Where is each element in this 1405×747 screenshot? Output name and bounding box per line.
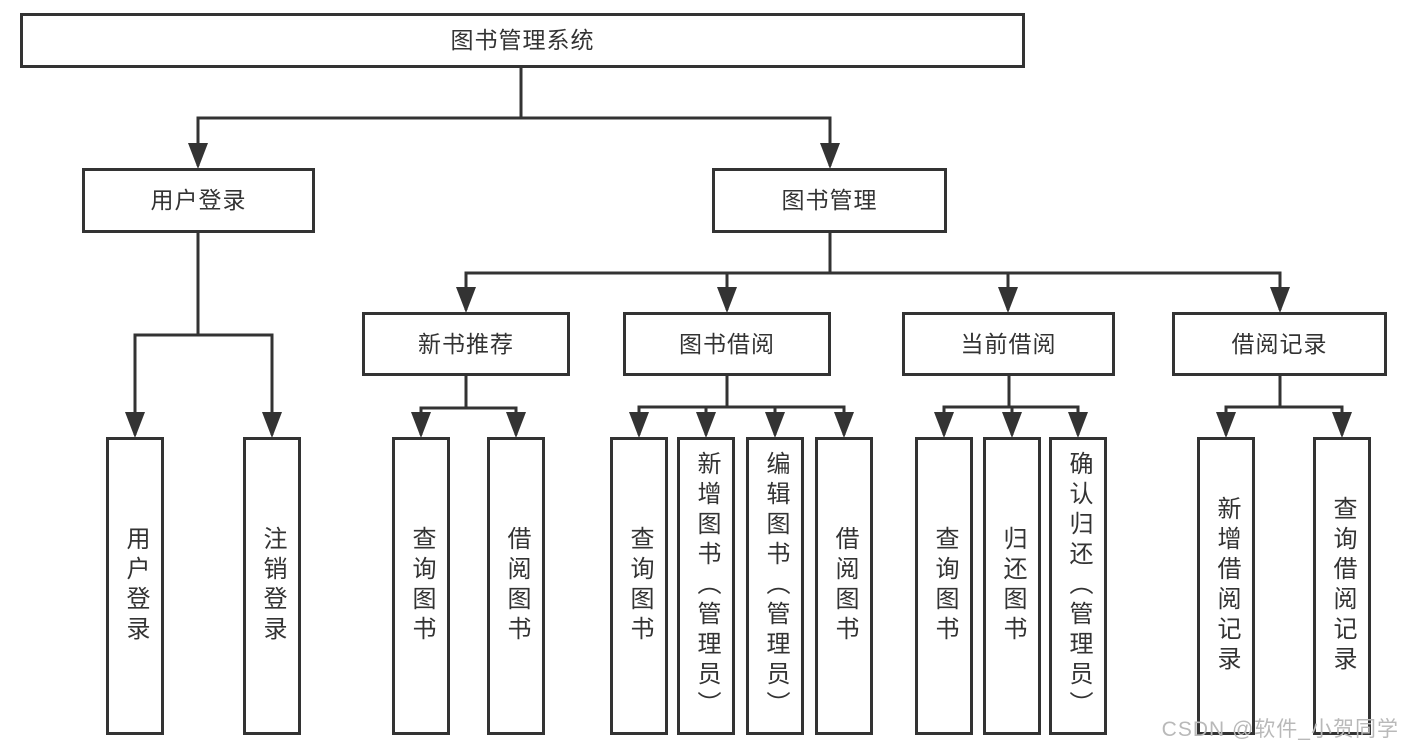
arrowhead [934,412,954,438]
leaf-current-return-books: 归还图书 [983,437,1041,735]
arrowhead [717,287,737,313]
arrowhead [1002,412,1022,438]
arrowhead [1068,412,1088,438]
arrowhead [696,412,716,438]
arrowhead [765,412,785,438]
leaf-current-query-books: 查询图书 [915,437,973,735]
leaf-records-query-record: 查询借阅记录 [1313,437,1371,735]
connector-level3-rail [464,271,1282,310]
leaf-current-confirm-return-admin: 确认归还（管理员） [1049,437,1107,735]
leaf-newbook-query-books: 查询图书 [392,437,450,735]
arrowhead [820,143,840,169]
arrowhead [998,287,1018,313]
arrowhead [629,412,649,438]
arrowhead [506,412,526,438]
arrowhead [1332,412,1352,438]
connector-records-rail [1224,405,1344,435]
leaf-borrow-edit-books-admin: 编辑图书（管理员） [746,437,804,735]
leaf-borrow-borrow-books: 借阅图书 [815,437,873,735]
arrowhead [125,412,145,438]
leaf-records-add-record: 新增借阅记录 [1197,437,1255,735]
connector-level2-rail [196,116,832,166]
csdn-watermark: CSDN @软件_小贺同学 [1161,718,1399,741]
node-new-book-recommend: 新书推荐 [362,312,570,376]
node-user-login: 用户登录 [82,168,315,233]
arrowhead [1270,287,1290,313]
node-book-management: 图书管理 [712,168,947,233]
arrowhead [411,412,431,438]
leaf-borrow-add-books-admin: 新增图书（管理员） [677,437,735,735]
leaf-logout: 注销登录 [243,437,301,735]
arrowhead [188,143,208,169]
node-current-borrow: 当前借阅 [902,312,1115,376]
arrowhead [834,412,854,438]
arrowhead [262,412,282,438]
connector-bookborrow-rail [637,405,846,435]
leaf-borrow-query-books: 查询图书 [610,437,668,735]
connector-userlogin-rail [133,333,274,435]
leaf-user-login: 用户登录 [106,437,164,735]
leaf-newbook-borrow-books: 借阅图书 [487,437,545,735]
node-borrow-records: 借阅记录 [1172,312,1387,376]
node-book-borrow: 图书借阅 [623,312,831,376]
arrowhead [1216,412,1236,438]
connector-newbook-rail [419,406,518,435]
arrowhead [456,287,476,313]
node-library-management-system: 图书管理系统 [20,13,1025,68]
